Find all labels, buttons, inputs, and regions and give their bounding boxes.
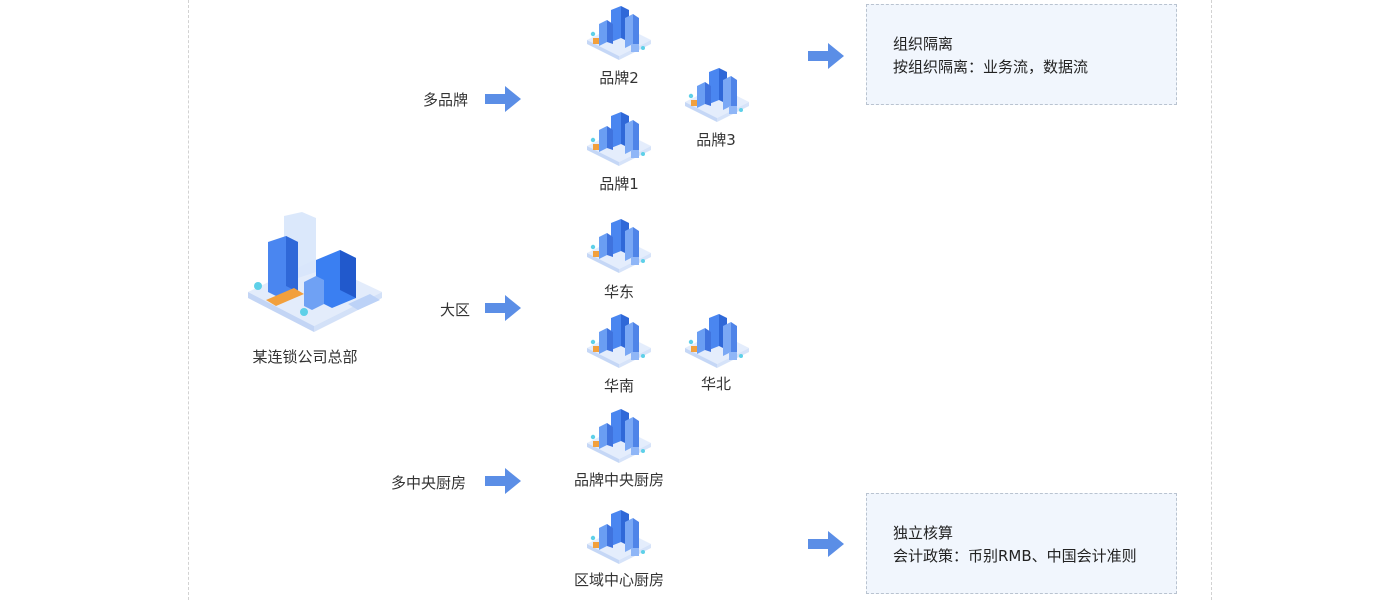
north-china-building-icon xyxy=(683,312,751,370)
arrow-right-icon xyxy=(485,467,521,495)
note-title: 组织隔离 xyxy=(893,35,954,53)
node-label-brand-3: 品牌3 xyxy=(696,131,736,149)
brand-1-building-icon xyxy=(585,110,653,168)
node-label-brand-central-kitchen: 品牌中央厨房 xyxy=(573,471,665,489)
group-label-central-kitchen: 多中央厨房 xyxy=(391,474,467,492)
headquarters-label: 某连锁公司总部 xyxy=(252,348,358,366)
note-title: 独立核算 xyxy=(893,524,954,542)
brand-3-building-icon xyxy=(683,66,751,124)
arrow-right-icon xyxy=(485,85,521,113)
group-label-multi-brand: 多品牌 xyxy=(423,91,469,109)
note-box-independent-accounting: 独立核算 会计政策：币别RMB、中国会计准则 xyxy=(866,493,1177,594)
regional-kitchen-building-icon xyxy=(585,508,653,566)
arrow-right-icon xyxy=(808,42,844,70)
note-box-org-isolation: 组织隔离 按组织隔离：业务流，数据流 xyxy=(866,4,1177,105)
arrow-right-icon xyxy=(485,294,521,322)
left-frame-border xyxy=(188,0,189,600)
south-china-building-icon xyxy=(585,312,653,370)
headquarters-building-icon xyxy=(248,212,382,332)
node-label-north-china: 华北 xyxy=(700,375,732,393)
east-china-building-icon xyxy=(585,217,653,275)
node-label-east-china: 华东 xyxy=(603,283,635,301)
right-frame-border xyxy=(1211,0,1212,600)
note-detail: 按组织隔离：业务流，数据流 xyxy=(893,58,1089,76)
brand-2-building-icon xyxy=(585,4,653,62)
node-label-south-china: 华南 xyxy=(603,377,635,395)
node-label-brand-2: 品牌2 xyxy=(599,69,639,87)
node-label-regional-kitchen: 区域中心厨房 xyxy=(573,571,665,589)
note-detail: 会计政策：币别RMB、中国会计准则 xyxy=(893,547,1137,565)
brand-central-kitchen-building-icon xyxy=(585,407,653,465)
group-label-region: 大区 xyxy=(440,301,471,319)
node-label-brand-1: 品牌1 xyxy=(599,175,639,193)
arrow-right-icon xyxy=(808,530,844,558)
